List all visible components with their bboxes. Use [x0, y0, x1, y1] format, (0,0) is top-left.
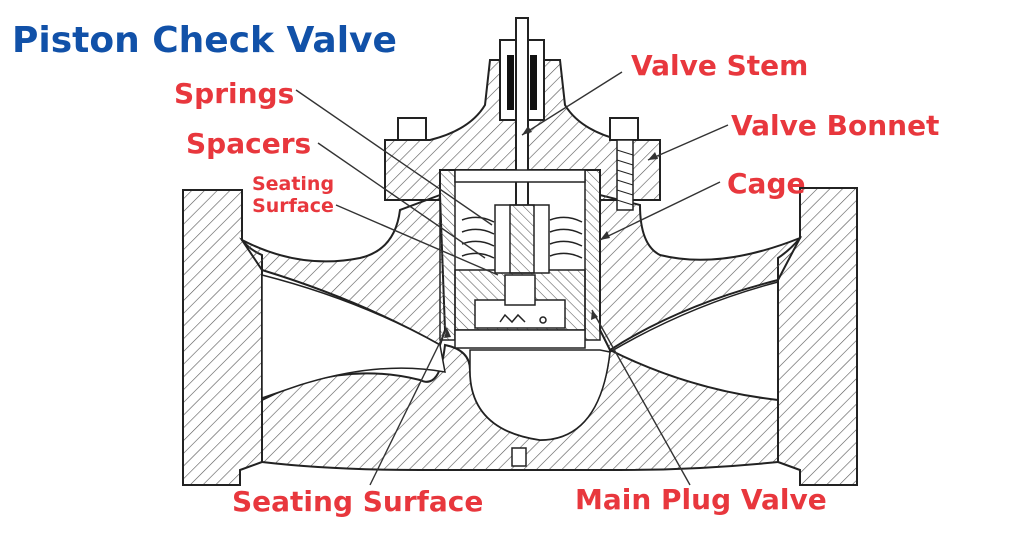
label-valve-stem: Valve Stem	[631, 49, 809, 82]
body-upper-right	[599, 193, 803, 352]
leader-main-plug	[591, 309, 691, 486]
leader-seating-lower	[369, 327, 448, 486]
leader-arrowheads	[444, 126, 658, 338]
label-seating-surface-upper: Seating Surface	[238, 173, 348, 218]
leader-spacers	[317, 142, 486, 259]
right-flange	[777, 187, 858, 486]
leader-valve-bonnet	[647, 124, 729, 161]
label-seating-surface-upper-line2: Surface	[252, 194, 334, 217]
main-plug-shape	[454, 269, 586, 349]
label-seating-surface-lower: Seating Surface	[232, 485, 484, 518]
label-cage: Cage	[727, 167, 806, 200]
leader-seating-upper	[335, 204, 499, 276]
page-title: Piston Check Valve	[12, 20, 397, 61]
label-spacers: Spacers	[186, 127, 312, 160]
flow-passage	[261, 274, 779, 441]
leader-lines	[295, 71, 729, 486]
leader-valve-stem	[521, 71, 623, 136]
body-upper-left	[239, 193, 447, 347]
label-main-plug-valve: Main Plug Valve	[575, 483, 827, 516]
label-valve-bonnet: Valve Bonnet	[731, 109, 940, 142]
cage-shape	[439, 169, 601, 341]
label-seating-surface-upper-line1: Seating	[251, 173, 335, 195]
left-flange	[182, 189, 263, 486]
springs-shape	[461, 204, 583, 274]
drain-plug	[511, 447, 527, 467]
leader-cage	[599, 181, 721, 241]
label-springs: Springs	[174, 77, 295, 110]
leader-springs	[295, 89, 493, 226]
